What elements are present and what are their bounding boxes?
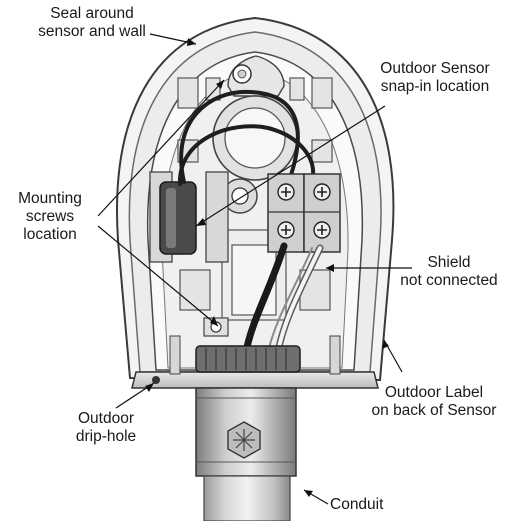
cable-bundle: [242, 242, 324, 356]
callout-seal: Seal around sensor and wall: [6, 5, 178, 41]
callout-snap-in: Outdoor Sensor snap-in location: [360, 60, 510, 96]
callout-label: Outdoor Label on back of Sensor: [356, 384, 512, 420]
sensor-cylinder: [149, 171, 229, 263]
leader-mounting-top: [97, 79, 225, 217]
molded-features: [177, 77, 333, 321]
cable-icon: [179, 89, 300, 184]
top-screw: [227, 55, 285, 97]
callout-snap-in-line1: Outdoor Sensor: [380, 60, 490, 77]
drip-hole: [152, 376, 160, 384]
conduit-pipe: [203, 475, 291, 522]
snap-in-ring: [212, 95, 298, 181]
callout-conduit-line1: Conduit: [330, 496, 384, 513]
leader-snap-in: [195, 105, 386, 227]
callout-conduit: Conduit: [330, 496, 383, 514]
leader-lines: [97, 33, 412, 505]
callout-shield: Shield not connected: [384, 254, 514, 290]
callout-label-line2: on back of Sensor: [371, 402, 497, 419]
callout-drip-hole: Outdoor drip-hole: [56, 410, 156, 446]
callout-mounting-line3: location: [23, 226, 77, 243]
leader-mounting-bottom: [97, 225, 219, 327]
callout-shield-line1: Shield: [427, 254, 471, 271]
callout-mounting: Mounting screws location: [2, 190, 98, 244]
conduit-nut: [195, 345, 301, 373]
callout-drip-hole-line2: drip-hole: [75, 428, 137, 445]
lower-screw: [203, 317, 229, 337]
wires: [177, 89, 316, 186]
conduit-fitting: [195, 387, 297, 477]
callout-drip-hole-line1: Outdoor: [77, 410, 134, 427]
callout-snap-in-line2: snap-in location: [380, 78, 490, 95]
callout-shield-line2: not connected: [400, 272, 498, 289]
nut-icon: [195, 345, 301, 373]
terminal-blocks: [267, 173, 341, 253]
callout-seal-line2: sensor and wall: [38, 23, 146, 40]
callout-label-line1: Outdoor Label: [384, 384, 484, 401]
callout-mounting-line2: screws: [25, 208, 75, 225]
leader-arrowheads: [145, 38, 389, 497]
callout-seal-line1: Seal around: [50, 5, 134, 22]
callout-mounting-line1: Mounting: [18, 190, 82, 207]
base-ledge: [131, 335, 379, 389]
